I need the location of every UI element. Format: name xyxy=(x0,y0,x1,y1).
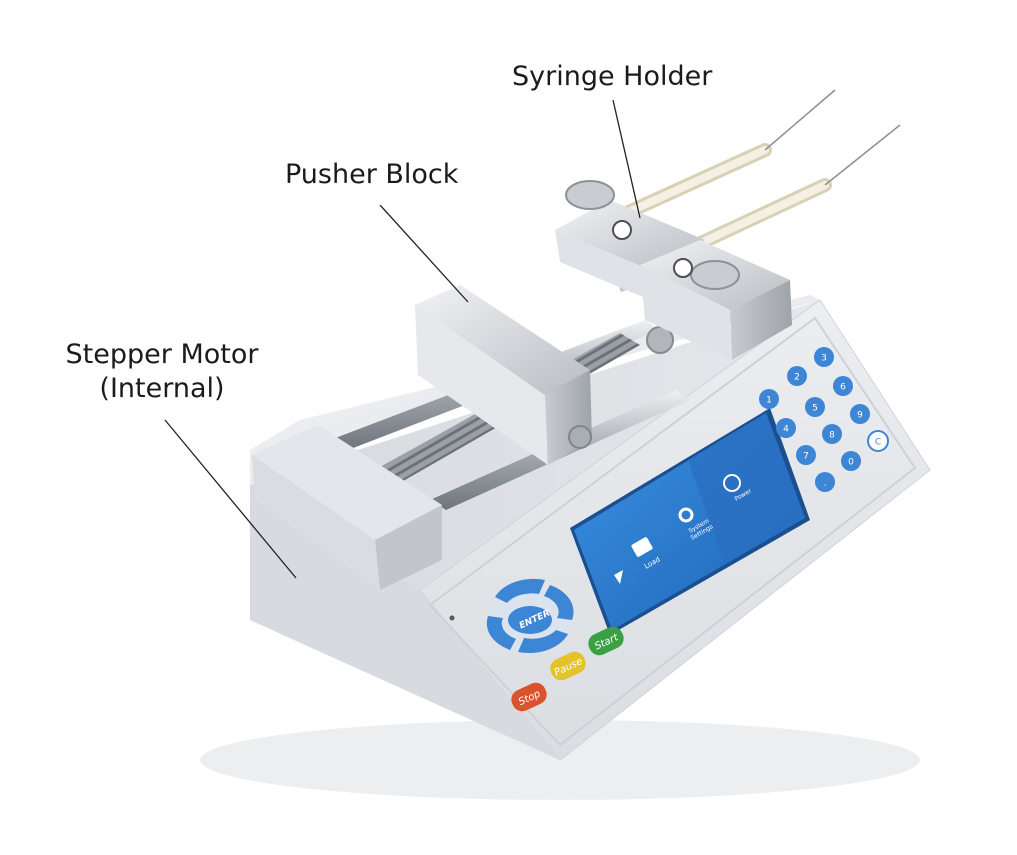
keypad-key-2[interactable]: 2 xyxy=(787,366,807,386)
enter-button[interactable] xyxy=(508,606,552,634)
keypad-key-0[interactable]: 0 xyxy=(841,451,861,471)
keypad-key-label: C xyxy=(875,438,881,448)
keypad-key-7[interactable]: 7 xyxy=(796,445,816,465)
keypad-key-label: . xyxy=(824,479,827,489)
dpad-down-button[interactable] xyxy=(518,630,568,654)
stepper-motor-label-line1: Stepper Motor xyxy=(65,339,259,370)
back-arrow-icon[interactable] xyxy=(614,570,623,584)
clamp-knob-icon xyxy=(565,180,615,210)
annotation-lines xyxy=(164,99,641,579)
clamp-knob-icon xyxy=(690,260,740,290)
keypad-key-dot[interactable]: . xyxy=(815,472,835,492)
pusher-block-label: Pusher Block xyxy=(285,159,459,190)
directional-pad: ENTER xyxy=(486,578,574,654)
keypad-key-4[interactable]: 4 xyxy=(776,418,796,438)
keypad-key-label: 8 xyxy=(829,431,835,441)
stepper-motor-label: Stepper Motor (Internal) xyxy=(62,338,262,406)
dpad-left-button[interactable] xyxy=(486,616,516,650)
power-icon xyxy=(723,474,741,492)
keypad-key-label: 6 xyxy=(840,383,846,393)
control-buttons: Stop Pause Start xyxy=(508,623,627,714)
thumb-screw-icon xyxy=(568,425,592,449)
stepper-motor-label-line2: (Internal) xyxy=(99,373,225,404)
numeric-keypad: 3 2 6 1 5 9 4 8C 7 0. xyxy=(759,347,889,492)
keypad-key-c[interactable]: C xyxy=(867,430,889,452)
start-button[interactable]: Start xyxy=(585,623,627,658)
keypad-key-label: 1 xyxy=(766,396,772,406)
pusher-block xyxy=(415,285,674,465)
keypad-key-label: 3 xyxy=(821,354,827,364)
keypad-key-label: 0 xyxy=(848,458,854,468)
dpad-up-button[interactable] xyxy=(495,578,545,603)
keypad-key-1[interactable]: 1 xyxy=(759,389,779,409)
keypad-key-3[interactable]: 3 xyxy=(814,347,834,367)
keypad-key-5[interactable]: 5 xyxy=(805,397,825,417)
syringe-holder-label: Syringe Holder xyxy=(512,61,713,92)
syringe-holder xyxy=(555,180,792,360)
gear-icon xyxy=(678,507,694,523)
leader-line-syringe-holder xyxy=(612,99,641,219)
keypad-key-label: 9 xyxy=(857,411,863,421)
leader-line-pusher-block xyxy=(379,204,469,303)
keypad-key-label: 5 xyxy=(812,404,818,414)
keypad-key-label: 2 xyxy=(794,373,800,383)
rear-end-block xyxy=(252,425,442,590)
touchscreen[interactable]: Load System Settings Power xyxy=(570,408,810,635)
folder-icon xyxy=(631,537,653,557)
keypad-key-label: 4 xyxy=(783,425,789,435)
keypad-key-9[interactable]: 9 xyxy=(850,404,870,424)
stop-button[interactable]: Stop xyxy=(508,679,550,714)
keypad-key-6[interactable]: 6 xyxy=(833,376,853,396)
leader-line-stepper-motor xyxy=(164,419,297,579)
dpad-right-button[interactable] xyxy=(544,585,574,620)
keypad-key-label: 7 xyxy=(803,452,809,462)
pause-button[interactable]: Pause xyxy=(547,648,589,683)
keypad-key-8[interactable]: 8 xyxy=(822,424,842,444)
status-led xyxy=(449,615,455,621)
